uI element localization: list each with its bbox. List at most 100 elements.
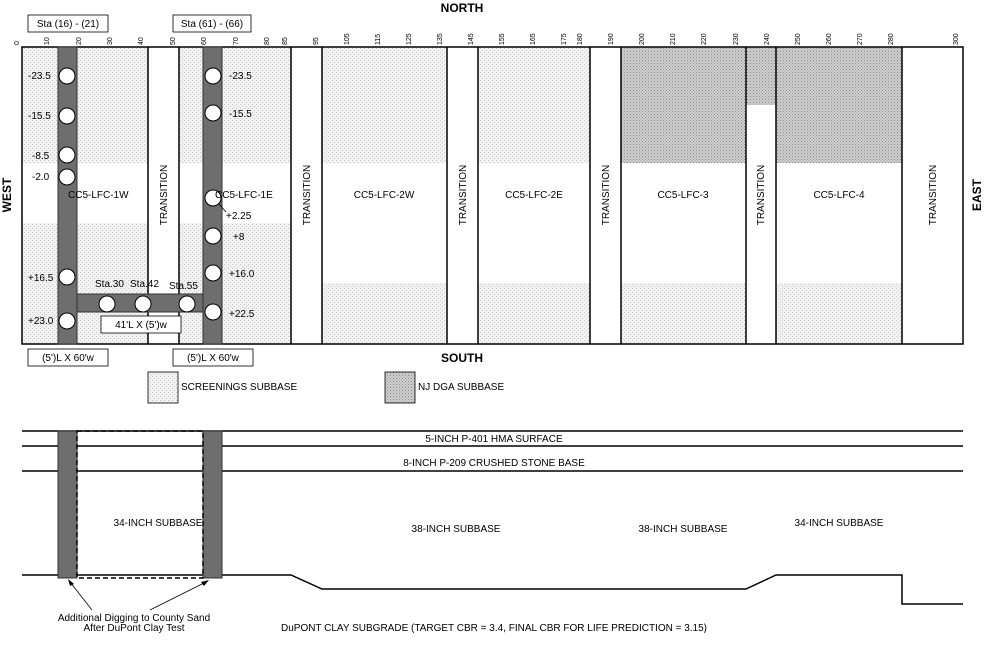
station-tick-label: 95	[313, 37, 320, 45]
legend: SCREENINGS SUBBASE NJ DGA SUBBASE	[147, 371, 504, 404]
cross-station-label: Sta.42	[130, 279, 159, 290]
offset-label: -2.0	[32, 172, 50, 183]
offset-label: -15.5	[229, 109, 252, 120]
station-tick-label: 250	[795, 33, 802, 45]
note-arrowhead-left	[68, 579, 74, 586]
leader-line	[218, 203, 227, 213]
dga-fill-lfc4	[776, 47, 902, 163]
note-line-2: After DuPont Clay Test	[84, 623, 185, 634]
cross-station-label: Sta.30	[95, 279, 124, 290]
legend-swatch-dga	[384, 371, 416, 404]
trench-left-box-label: (5')L X 60'w	[42, 353, 95, 364]
trench-left-box	[27, 348, 109, 367]
offset-label: +2.25	[226, 211, 252, 222]
test-hole	[204, 189, 222, 207]
station-tick-label: 175	[561, 33, 568, 45]
section-label: TRANSITION	[928, 165, 939, 226]
station-tick-label: 165	[530, 33, 537, 45]
transition-white	[746, 105, 776, 344]
station-tick-label: 105	[344, 33, 351, 45]
note-line-1: Additional Digging to County Sand	[58, 613, 210, 624]
station-tick-label: 135	[437, 33, 444, 45]
note-arrow-left	[69, 581, 93, 611]
station-tick-label: 180	[577, 33, 584, 45]
surface-label: 5-INCH P-401 HMA SURFACE	[425, 434, 563, 445]
test-hole	[98, 295, 116, 313]
section-labels: CC5-LFC-1W TRANSITION CC5-LFC-1E TRANSIT…	[68, 165, 939, 226]
west-label: WEST	[0, 177, 14, 212]
station-tick-label: 260	[826, 33, 833, 45]
offset-label: -8.5	[32, 151, 50, 162]
test-hole	[58, 67, 76, 85]
plan-outline	[21, 46, 964, 345]
test-hole	[204, 227, 222, 245]
base-label: 8-INCH P-209 CRUSHED STONE BASE	[403, 458, 585, 469]
section-label: CC5-LFC-2W	[354, 190, 415, 201]
offset-label: -15.5	[28, 111, 51, 122]
section-label: TRANSITION	[601, 165, 612, 226]
cross-trench-box-label: 41'L X (5')w	[115, 320, 168, 331]
test-hole	[204, 303, 222, 321]
legend-swatch-screenings	[147, 371, 179, 404]
profile-trench-left	[57, 430, 78, 579]
section-label: CC5-LFC-1E	[215, 190, 273, 201]
offset-label: +16.0	[229, 269, 255, 280]
section-label: CC5-LFC-1W	[68, 190, 129, 201]
offset-labels-left: -23.5 -15.5 -8.5 -2.0 +16.5 +23.0	[28, 71, 54, 327]
station-tick-label: 230	[733, 33, 740, 45]
station-tick-label: 210	[670, 33, 677, 45]
trench-right-box-label: (5')L X 60'w	[187, 353, 240, 364]
offset-label: -23.5	[28, 71, 51, 82]
test-hole	[58, 168, 76, 186]
section-label: TRANSITION	[458, 165, 469, 226]
station-tick-label: 20	[76, 37, 83, 45]
subbase-38b-label: 38-INCH SUBBASE	[639, 524, 728, 535]
station-tick-label: 145	[468, 33, 475, 45]
offset-label: -23.5	[229, 71, 252, 82]
cross-trench-box	[100, 315, 182, 334]
section-label: CC5-LFC-4	[813, 190, 865, 201]
station-tick-label: 40	[138, 37, 145, 45]
section-label: TRANSITION	[159, 165, 170, 226]
test-hole	[58, 268, 76, 286]
cross-station-label: Sta.55	[169, 281, 198, 292]
test-hole	[178, 295, 196, 313]
sta-box-left	[27, 14, 109, 33]
station-tick-label: 80	[264, 37, 271, 45]
subbase-38a-label: 38-INCH SUBBASE	[412, 524, 501, 535]
offset-label: +16.5	[28, 273, 54, 284]
test-hole	[204, 104, 222, 122]
section-label: CC5-LFC-3	[657, 190, 709, 201]
station-tick-label: 70	[233, 37, 240, 45]
test-hole	[134, 295, 152, 313]
station-tick-label: 280	[888, 33, 895, 45]
station-tick-label: 200	[639, 33, 646, 45]
section-label: CC5-LFC-2E	[505, 190, 563, 201]
station-tick-label: 85	[282, 37, 289, 45]
sta-box-left-label: Sta (16) - (21)	[37, 19, 99, 30]
test-hole	[58, 146, 76, 164]
station-tick-label: 10	[44, 37, 51, 45]
station-tick-label: 300	[953, 33, 960, 45]
trench-right-box	[172, 348, 254, 367]
east-label: EAST	[970, 178, 984, 211]
note-arrowhead-right	[201, 580, 209, 586]
north-label: NORTH	[441, 1, 484, 15]
station-tick-label: 60	[201, 37, 208, 45]
legend-label-screenings: SCREENINGS SUBBASE	[181, 382, 297, 393]
section-label: TRANSITION	[756, 165, 767, 226]
test-holes	[58, 67, 222, 330]
offset-label: +8	[233, 232, 245, 243]
south-label: SOUTH	[441, 351, 483, 365]
dig-outline	[76, 430, 204, 579]
offset-labels-right: -23.5 -15.5 +2.25 +8 +16.0 +22.5	[226, 71, 255, 320]
test-hole	[58, 312, 76, 330]
legend-label-dga: NJ DGA SUBBASE	[418, 382, 504, 393]
dga-fill-transition	[746, 47, 776, 105]
station-tick-label: 155	[499, 33, 506, 45]
test-hole	[204, 67, 222, 85]
station-tick-label: 115	[375, 34, 382, 45]
station-tick-label: 220	[701, 33, 708, 45]
